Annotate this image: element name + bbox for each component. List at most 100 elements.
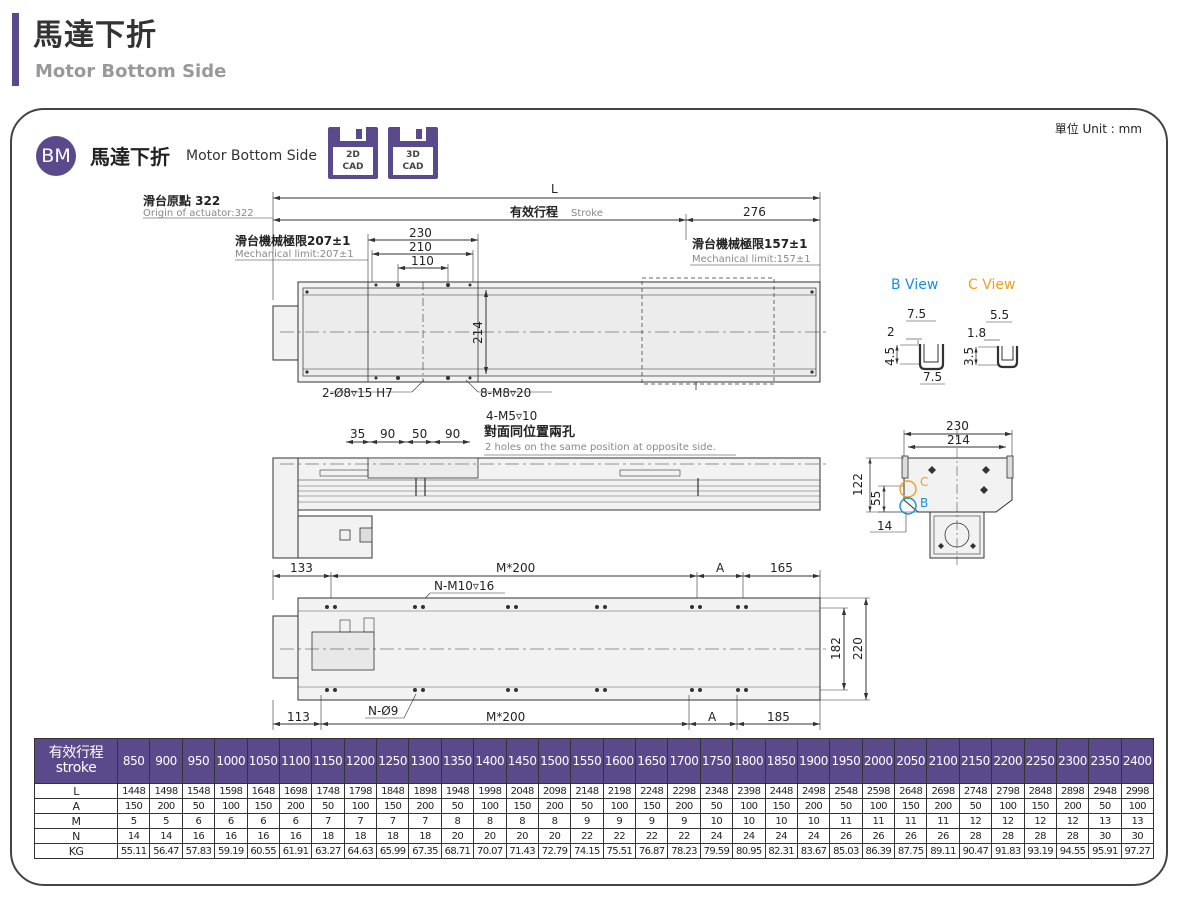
side-view: [272, 439, 826, 559]
table-cell: 79.59: [699, 843, 734, 859]
table-cell: 75.51: [602, 843, 637, 859]
table-cell: 60.55: [246, 843, 280, 859]
stroke-col-header: 1700: [667, 738, 701, 784]
stroke-col-header: 2200: [991, 738, 1025, 784]
b-view: [895, 320, 945, 385]
table-cell: 1948: [440, 783, 475, 799]
table-cell: 100: [1120, 798, 1155, 814]
c-view: [974, 321, 1019, 369]
mech-right-cn: 滑台機械極限157±1: [692, 236, 807, 251]
table-cell: 6: [181, 813, 216, 829]
table-cell: 2098: [537, 783, 572, 799]
stroke-col-header: 1900: [796, 738, 831, 784]
mech-right-en: Mechanical limit:157±1: [692, 254, 811, 265]
table-cell: 22: [602, 828, 637, 844]
table-cell: 86.39: [861, 843, 896, 859]
table-cell: 30: [1088, 828, 1122, 844]
table-cell: 26: [829, 828, 863, 844]
table-cell: 200: [926, 798, 960, 814]
end-d55: 55: [869, 491, 883, 506]
table-cell: 7: [375, 813, 410, 829]
table-cell: 70.07: [473, 843, 507, 859]
stroke-col-header: 1600: [602, 738, 637, 784]
table-cell: 2748: [958, 783, 993, 799]
dim-L: L: [551, 182, 558, 196]
b-view-d75a: 7.5: [907, 307, 926, 321]
table-cell: 22: [570, 828, 604, 844]
table-cell: 100: [861, 798, 896, 814]
cad-3d-sub: CAD: [402, 162, 424, 172]
table-cell: 9: [602, 813, 637, 829]
stroke-col-header: 2150: [958, 738, 993, 784]
stroke-col-header: 1250: [375, 738, 410, 784]
table-cell: 1548: [181, 783, 216, 799]
table-cell: 14: [116, 828, 151, 844]
table-cell: 85.03: [829, 843, 863, 859]
table-cell: 2298: [667, 783, 701, 799]
row-label: KG: [34, 843, 118, 859]
table-cell: 20: [440, 828, 475, 844]
table-cell: 2398: [732, 783, 766, 799]
table-cell: 2898: [1055, 783, 1090, 799]
table-cell: 76.87: [634, 843, 669, 859]
end-d14: 14: [877, 519, 892, 533]
dim-m200-top: M*200: [496, 561, 535, 575]
table-cell: 2998: [1120, 783, 1155, 799]
table-cell: 100: [343, 798, 378, 814]
dim-210: 210: [409, 240, 432, 254]
c-view-d18: 1.8: [967, 326, 986, 340]
floppy-icon: [400, 127, 426, 141]
table-cell: 59.19: [214, 843, 248, 859]
table-cell: 20: [537, 828, 572, 844]
table-cell: 2698: [926, 783, 960, 799]
stroke-col-header: 1400: [473, 738, 507, 784]
table-cell: 1448: [116, 783, 151, 799]
table-cell: 12: [991, 813, 1025, 829]
table-cell: 50: [570, 798, 604, 814]
table-cell: 93.19: [1023, 843, 1057, 859]
table-cell: 16: [246, 828, 280, 844]
table-cell: 20: [505, 828, 539, 844]
table-cell: 11: [893, 813, 928, 829]
table-cell: 28: [1023, 828, 1057, 844]
table-cell: 9: [667, 813, 701, 829]
dim-113: 113: [287, 710, 310, 724]
table-cell: 24: [764, 828, 798, 844]
table-cell: 82.31: [764, 843, 798, 859]
table-cell: 87.75: [893, 843, 928, 859]
table-cell: 1498: [149, 783, 183, 799]
dim-214-top: 214: [471, 321, 485, 344]
table-cell: 2048: [505, 783, 539, 799]
table-cell: 1798: [343, 783, 378, 799]
table-cell: 2248: [634, 783, 669, 799]
table-cell: 50: [1088, 798, 1122, 814]
table-cell: 200: [408, 798, 442, 814]
table-cell: 2648: [893, 783, 928, 799]
origin-en: Origin of actuator:322: [143, 208, 254, 219]
table-cell: 150: [893, 798, 928, 814]
table-cell: 74.15: [570, 843, 604, 859]
table-cell: 2448: [764, 783, 798, 799]
table-cell: 7: [408, 813, 442, 829]
stroke-col-header: 900: [149, 738, 183, 784]
stroke-col-header: 1150: [311, 738, 345, 784]
table-cell: 100: [732, 798, 766, 814]
table-cell: 150: [116, 798, 151, 814]
table-cell: 8: [537, 813, 572, 829]
table-cell: 150: [505, 798, 539, 814]
table-cell: 2948: [1088, 783, 1122, 799]
stroke-col-header: 2350: [1088, 738, 1122, 784]
mech-left-en: Mechanical limit:207±1: [235, 249, 354, 260]
stroke-col-header: 1200: [343, 738, 378, 784]
row-label: A: [34, 798, 118, 814]
table-cell: 1998: [473, 783, 507, 799]
dim-a-top: A: [716, 561, 725, 575]
table-cell: 50: [181, 798, 216, 814]
table-cell: 2848: [1023, 783, 1057, 799]
